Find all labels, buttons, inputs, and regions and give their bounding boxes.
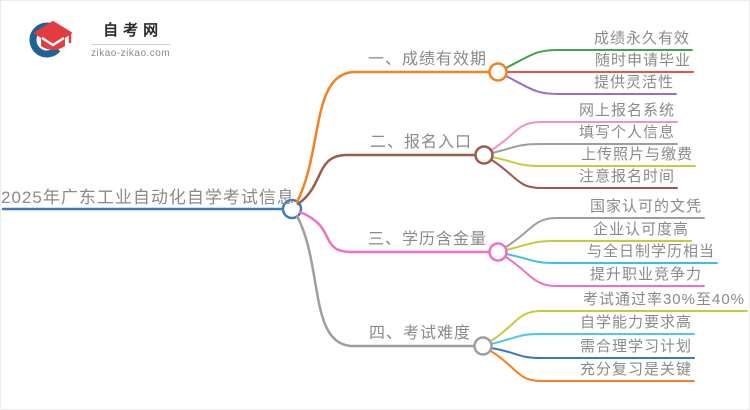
site-name: 自考网 (103, 22, 164, 39)
leaf-label: 提升职业竞争力 (589, 266, 702, 283)
leaf-label: 需合理学习计划 (579, 338, 692, 355)
branch-1-child-1-wire (505, 49, 693, 69)
branch-1-node-circle (488, 62, 508, 82)
branch-4-child-3-wire (490, 347, 695, 359)
leaf-label: 成绩永久有效 (593, 30, 690, 47)
leaf-label: 自学能力要求高 (579, 314, 692, 331)
branch-3-label: 三、学历含金量 (367, 231, 487, 248)
logo-divider (91, 44, 170, 45)
branch-1-wire (295, 70, 491, 204)
site-url: zikao-zikao.com (91, 48, 171, 59)
branch-3-child-4-wire (504, 255, 705, 287)
leaf-label: 网上报名系统 (578, 102, 675, 119)
branch-4-wire (295, 214, 476, 348)
branch-3-wire (298, 210, 491, 254)
root-node-circle (281, 198, 303, 220)
branch-2-child-4-wire (490, 158, 678, 189)
branch-2-child-1-wire (490, 121, 678, 152)
leaf-label: 提供灵活性 (593, 74, 674, 91)
leaf-label: 充分复习是关键 (579, 361, 692, 378)
branch-2-label: 二、报名入口 (369, 134, 472, 151)
branch-2-wire (296, 153, 477, 206)
branch-4-child-4-wire (489, 349, 695, 382)
branch-3-node-circle (488, 242, 508, 262)
branch-3-child-2-wire (505, 240, 692, 251)
site-logo: 自考网 zikao-zikao.com (29, 14, 170, 62)
leaf-label: 国家认可的文凭 (589, 198, 702, 215)
graduation-cap-icon (29, 21, 72, 58)
branch-4-node-circle (473, 336, 493, 356)
leaf-label: 与全日制学历相当 (586, 243, 715, 260)
branch-3-child-1-wire (504, 217, 705, 249)
branch-1-child-3-wire (505, 75, 677, 95)
leaf-label: 考试通过率30%至40% (582, 291, 745, 308)
branch-1-label: 一、成绩有效期 (367, 51, 487, 68)
leaf-label: 上传照片与缴费 (580, 146, 693, 163)
root-node-label: 2025年广东工业自动化自学考试信息 (1, 188, 295, 207)
leaf-label: 填写个人信息 (578, 124, 675, 141)
branch-2-node-circle (474, 145, 494, 165)
branch-3-child-3-wire (505, 253, 718, 264)
branch-4-child-1-wire (489, 310, 748, 343)
branch-2-child-3-wire (491, 156, 696, 167)
leaf-label: 注意报名时间 (578, 168, 675, 185)
branch-2-child-2-wire (491, 143, 678, 154)
branch-4-label: 四、考试难度 (368, 325, 471, 342)
leaf-label: 企业认可度高 (592, 221, 689, 238)
leaf-label: 随时申请毕业 (594, 52, 691, 69)
branch-4-child-2-wire (490, 333, 695, 345)
